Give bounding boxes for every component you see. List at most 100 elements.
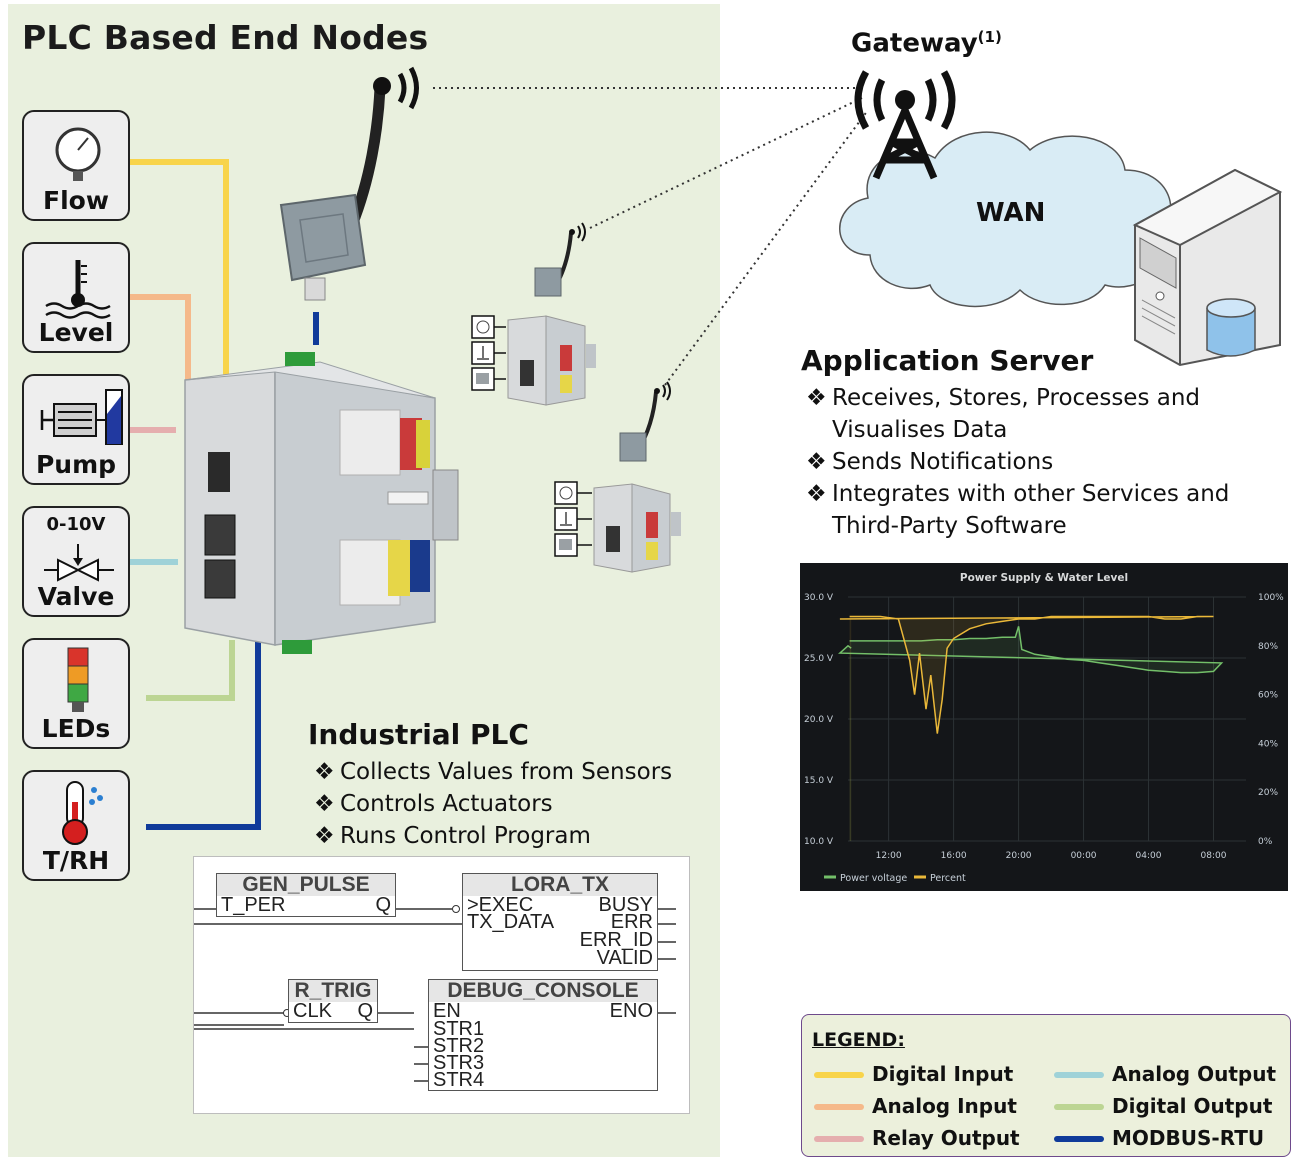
fb-lora-tx: LORA_TX >EXEC TX_DATA BUSY ERR ERR_ID VA…	[462, 873, 658, 971]
plc-bullet: ❖Runs Control Program	[314, 820, 694, 852]
legend-swatch	[814, 1072, 864, 1078]
fb-output-pin: BUSY	[598, 894, 653, 916]
plc-bullet: ❖Controls Actuators	[314, 788, 694, 820]
fb-input-pin: STR3	[433, 1052, 485, 1074]
power-water-chart: Power Supply & Water Level 30.0 V 25.0 V 20…	[800, 563, 1288, 891]
fb-title: R_TRIG	[289, 980, 377, 1002]
valve-icon	[44, 544, 114, 582]
level-thermometer-icon	[45, 260, 111, 319]
end-node-2-icon	[471, 222, 596, 406]
legend-label: Digital Output	[1112, 1094, 1273, 1118]
bullet-icon: ❖	[314, 791, 335, 817]
x-tick-label: 08:00	[1201, 851, 1227, 861]
valve-signal-label: 0-10V	[46, 514, 106, 535]
gateway-footnote: (1)	[977, 28, 1002, 46]
gateway-tower-icon	[854, 70, 956, 180]
flow-wire	[130, 159, 229, 383]
leds-wire	[146, 640, 235, 701]
legend-label: Digital Input	[872, 1062, 1014, 1086]
fb-output-pin: ENO	[609, 1000, 653, 1022]
fb-output-pin: Q	[375, 894, 391, 916]
trh-wire	[146, 636, 261, 830]
x-tick-label: 00:00	[1071, 851, 1097, 861]
legend-label: Relay Output	[872, 1126, 1020, 1150]
bullet-icon: ❖	[806, 385, 827, 411]
legend-swatch	[814, 1104, 864, 1110]
end-node-3-icon	[554, 381, 681, 573]
fb-input-pin: T_PER	[221, 894, 286, 916]
y-left-tick-label: 10.0 V	[804, 837, 834, 847]
gateway-label: Gateway(1)	[851, 28, 1002, 59]
server-title: Application Server	[801, 344, 1094, 377]
chart-legend-label: Power voltage	[840, 873, 907, 884]
bullet-icon: ❖	[806, 481, 827, 507]
sensor-pump: Pump	[22, 374, 130, 485]
y-right-tick-label: 100%	[1258, 593, 1284, 603]
fb-input-pin: STR2	[433, 1035, 485, 1057]
server-bullets: ❖Receives, Stores, Processes and Visuali…	[806, 382, 1276, 542]
y-left-tick-label: 20.0 V	[804, 715, 834, 725]
fb-input-pin: TX_DATA	[467, 911, 555, 933]
fb-input-pin: EN	[433, 1000, 461, 1022]
x-tick-label: 20:00	[1006, 851, 1032, 861]
fb-output-pin: ERR	[610, 911, 653, 933]
radio-link-node2	[589, 97, 863, 229]
sensor-label: Level	[38, 318, 114, 347]
fb-output-pin: ERR_ID	[579, 929, 653, 951]
chart-legend-label: Percent	[930, 873, 966, 884]
fb-r-trig: R_TRIG CLK Q	[288, 979, 378, 1023]
legend-label: Analog Output	[1112, 1062, 1277, 1086]
sensor-valve: 0-10V Valve	[22, 506, 130, 617]
main-antenna-icon	[279, 66, 419, 301]
y-left-tick-label: 25.0 V	[804, 654, 834, 664]
chart-title: Power Supply & Water Level	[960, 572, 1128, 584]
plc-bullet: ❖Collects Values from Sensors	[314, 756, 694, 788]
server-bullet: ❖Receives, Stores, Processes and Visuali…	[806, 382, 1276, 446]
legend-swatch	[1054, 1104, 1104, 1110]
chart-svg: Power Supply & Water Level 30.0 V 25.0 V 20…	[804, 572, 1284, 884]
level-wire	[130, 294, 191, 383]
sensor-label: Flow	[43, 186, 109, 215]
y-left-tick-label: 30.0 V	[804, 593, 834, 603]
fb-input-pin: STR4	[433, 1069, 485, 1091]
fb-title: DEBUG_CONSOLE	[429, 980, 657, 1002]
series-line	[838, 626, 1224, 674]
x-tick-label: 04:00	[1136, 851, 1162, 861]
legend-title: LEGEND:	[812, 1029, 905, 1051]
fb-title: GEN_PULSE	[217, 874, 395, 896]
fb-input-pin: >EXEC	[467, 894, 534, 916]
fb-input-pin: STR1	[433, 1018, 485, 1040]
x-tick-label: 16:00	[941, 851, 967, 861]
sensor-flow: Flow	[22, 110, 130, 221]
fb-gen-pulse: GEN_PULSE T_PER Q	[216, 873, 396, 917]
legend-swatch	[814, 1136, 864, 1142]
fb-title: LORA_TX	[463, 874, 657, 896]
y-right-tick-label: 60%	[1258, 691, 1278, 701]
server-bullet: ❖Integrates with other Services and Thir…	[806, 478, 1276, 542]
pressure-gauge-icon	[55, 127, 101, 181]
fb-output-pin: Q	[357, 1000, 373, 1022]
plc-device-icon	[184, 352, 459, 654]
function-block-diagram: GEN_PULSE T_PER Q LORA_TX >EXEC TX_DATA …	[193, 856, 690, 1114]
plc-title: Industrial PLC	[308, 718, 529, 751]
wan-label: WAN	[976, 198, 1046, 228]
sensor-label: T/RH	[42, 846, 110, 875]
panel-title: PLC Based End Nodes	[22, 18, 429, 57]
sensor-label: Valve	[37, 582, 115, 611]
sensor-label: LEDs	[41, 714, 111, 743]
legend-swatch	[1054, 1072, 1104, 1078]
fb-input-pin: CLK	[293, 1000, 332, 1022]
sensor-leds: LEDs	[22, 638, 130, 749]
legend-swatch	[1054, 1136, 1104, 1142]
thermometer-humidity-icon	[62, 781, 103, 845]
legend-label: MODBUS-RTU	[1112, 1126, 1265, 1150]
application-server-icon	[1132, 168, 1283, 367]
gateway-title: Gateway	[851, 28, 978, 59]
series-area	[839, 616, 1214, 841]
legend-label: Analog Input	[872, 1094, 1017, 1118]
signal-tower-icon	[67, 647, 89, 712]
server-bullet: ❖Sends Notifications	[806, 446, 1276, 478]
fbd-wires	[194, 905, 676, 1082]
